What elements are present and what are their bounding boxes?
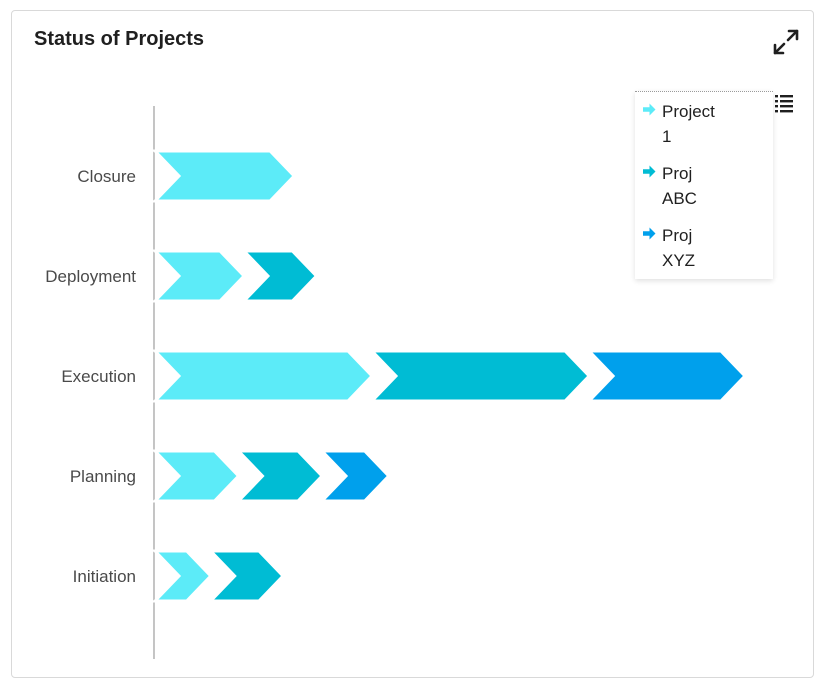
y-tick-label-planning: Planning [70, 467, 136, 486]
chart-legend: Project 1 Proj ABC Proj XYZ [635, 91, 773, 279]
list-icon[interactable] [773, 92, 795, 114]
legend-item-proj-xyz[interactable]: Proj XYZ [635, 223, 773, 273]
arrow-right-icon [643, 165, 656, 178]
legend-label: Proj XYZ [662, 226, 696, 270]
bar-execution-proj-xyz[interactable] [585, 349, 747, 403]
legend-label: Proj ABC [662, 164, 697, 208]
arrow-right-icon [643, 103, 656, 116]
y-tick-label-initiation: Initiation [73, 567, 136, 586]
bar-planning-project-1[interactable] [151, 449, 241, 503]
bar-closure-project-1[interactable] [151, 149, 297, 203]
bar-initiation-project-1[interactable] [151, 549, 213, 603]
bar-planning-proj-xyz[interactable] [318, 449, 391, 503]
chart-title: Status of Projects [34, 28, 205, 50]
y-tick-label-execution: Execution [61, 367, 136, 386]
bar-deployment-proj-abc[interactable] [240, 249, 319, 303]
bar-planning-proj-abc[interactable] [234, 449, 325, 503]
legend-label: Project 1 [662, 102, 715, 146]
legend-item-proj-abc[interactable]: Proj ABC [635, 161, 773, 211]
bar-initiation-proj-abc[interactable] [207, 549, 286, 603]
expand-icon[interactable] [770, 26, 802, 58]
legend-item-project-1[interactable]: Project 1 [635, 99, 773, 149]
arrow-right-icon [643, 227, 656, 240]
bar-deployment-project-1[interactable] [151, 249, 247, 303]
chart-plot: ClosureDeploymentExecutionPlanningInitia… [45, 106, 747, 659]
y-tick-label-closure: Closure [77, 167, 136, 186]
bar-execution-project-1[interactable] [151, 349, 375, 403]
y-tick-label-deployment: Deployment [45, 267, 136, 286]
bar-execution-proj-abc[interactable] [368, 349, 592, 403]
